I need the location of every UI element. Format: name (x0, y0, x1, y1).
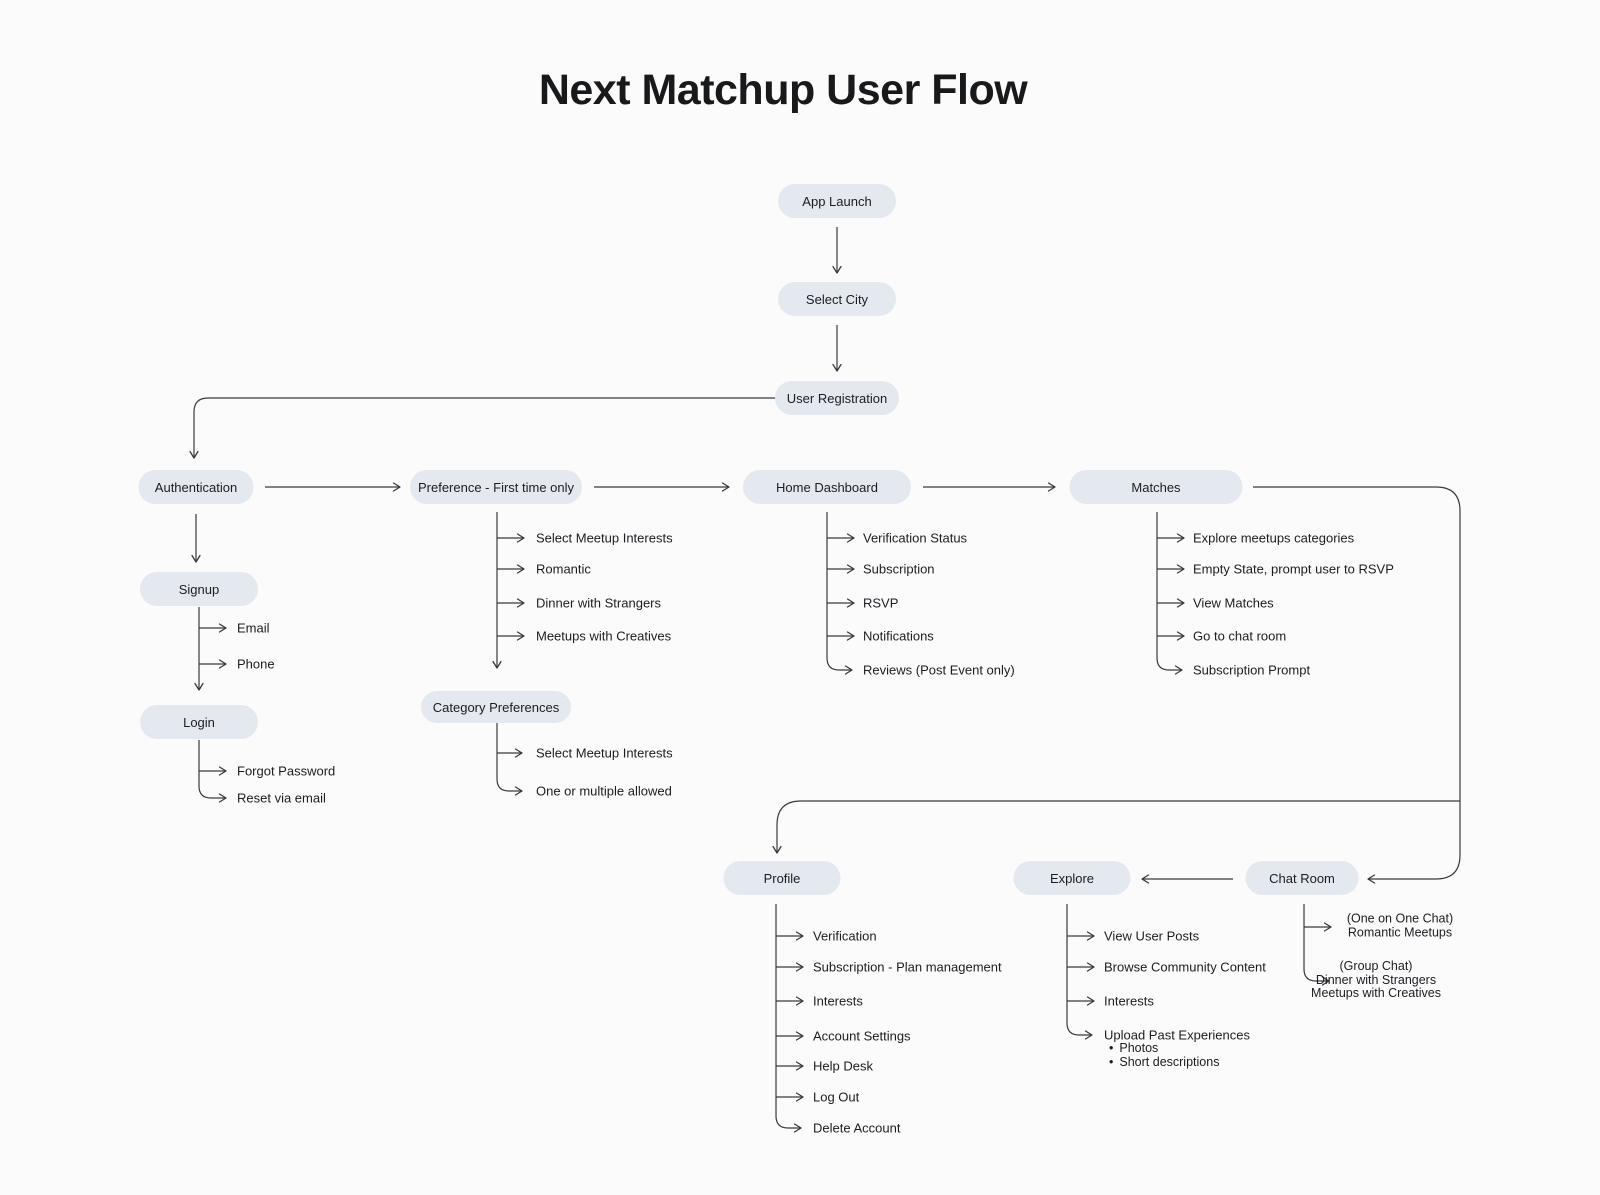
leaf-reset-via-email: Reset via email (237, 790, 326, 806)
leaf-romantic: Romantic (536, 561, 591, 577)
explore-bullet-list: Photos Short descriptions (1109, 1041, 1219, 1070)
leaf-dinner-with-strangers: Dinner with Strangers (536, 595, 661, 611)
leaf-view-matches: View Matches (1193, 595, 1274, 611)
node-profile[interactable]: Profile (723, 861, 841, 895)
one-on-one-chat-line-2: Romantic Meetups (1347, 925, 1453, 939)
leaf-subscription: Subscription (863, 561, 935, 577)
leaf-profile-interests: Interests (813, 993, 863, 1009)
node-login[interactable]: Login (140, 705, 258, 739)
leaf-upload-past-experiences: Upload Past Experiences (1104, 1027, 1250, 1043)
leaf-rsvp: RSVP (863, 595, 899, 611)
page-title: Next Matchup User Flow (538, 66, 1028, 114)
leaf-explore-meetups-categories: Explore meetups categories (1193, 530, 1355, 546)
leaf-account-settings: Account Settings (813, 1028, 911, 1044)
leaf-email: Email (237, 620, 270, 636)
leaf-forgot-password: Forgot Password (237, 763, 336, 779)
node-category-preferences[interactable]: Category Preferences (421, 691, 571, 723)
one-on-one-chat-line-1: (One on One Chat) (1346, 911, 1454, 926)
leaf-subscription-plan-management: Subscription - Plan management (813, 959, 1002, 975)
bullet-photos: Photos (1109, 1041, 1219, 1056)
leaf-pref-select-meetup-interests: Select Meetup Interests (536, 530, 673, 546)
bullet-short-descriptions: Short descriptions (1109, 1055, 1219, 1070)
leaf-meetups-with-creatives: Meetups with Creatives (536, 628, 672, 644)
leaf-delete-account: Delete Account (813, 1120, 901, 1136)
leaf-empty-state-prompt-rsvp: Empty State, prompt user to RSVP (1193, 561, 1394, 577)
leaf-profile-verification: Verification (813, 928, 877, 944)
node-user-registration[interactable]: User Registration (775, 381, 899, 415)
group-chat-line-1: (Group Chat) (1339, 958, 1413, 973)
leaf-notifications: Notifications (863, 628, 934, 644)
node-signup[interactable]: Signup (140, 572, 258, 606)
leaf-browse-community-content: Browse Community Content (1104, 959, 1266, 975)
leaf-phone: Phone (237, 656, 275, 672)
leaf-reviews-post-event: Reviews (Post Event only) (863, 662, 1015, 678)
leaf-view-user-posts: View User Posts (1104, 928, 1200, 944)
leaf-go-to-chat-room: Go to chat room (1193, 628, 1287, 644)
leaf-log-out: Log Out (813, 1089, 860, 1105)
node-preference[interactable]: Preference - First time only (410, 470, 582, 504)
node-app-launch[interactable]: App Launch (778, 184, 896, 218)
node-matches[interactable]: Matches (1069, 470, 1243, 504)
leaf-verification-status: Verification Status (863, 530, 968, 546)
node-chat-room[interactable]: Chat Room (1245, 861, 1359, 895)
leaf-subscription-prompt: Subscription Prompt (1193, 662, 1311, 678)
group-chat-line-2: Dinner with Strangers (1315, 972, 1437, 987)
node-authentication[interactable]: Authentication (138, 470, 254, 504)
leaf-cat-select-meetup-interests: Select Meetup Interests (536, 745, 673, 761)
leaf-one-on-one-chat: (One on One Chat) Romantic Meetups (1346, 911, 1454, 940)
node-home-dashboard[interactable]: Home Dashboard (743, 470, 911, 504)
node-select-city[interactable]: Select City (778, 282, 896, 316)
leaf-help-desk: Help Desk (813, 1058, 873, 1074)
leaf-explore-interests: Interests (1104, 993, 1154, 1009)
group-chat-line-3: Meetups with Creatives (1311, 985, 1441, 1000)
leaf-group-chat: (Group Chat) Dinner with Strangers Meetu… (1311, 958, 1441, 1001)
leaf-one-or-multiple-allowed: One or multiple allowed (536, 783, 672, 799)
node-explore[interactable]: Explore (1013, 861, 1131, 895)
